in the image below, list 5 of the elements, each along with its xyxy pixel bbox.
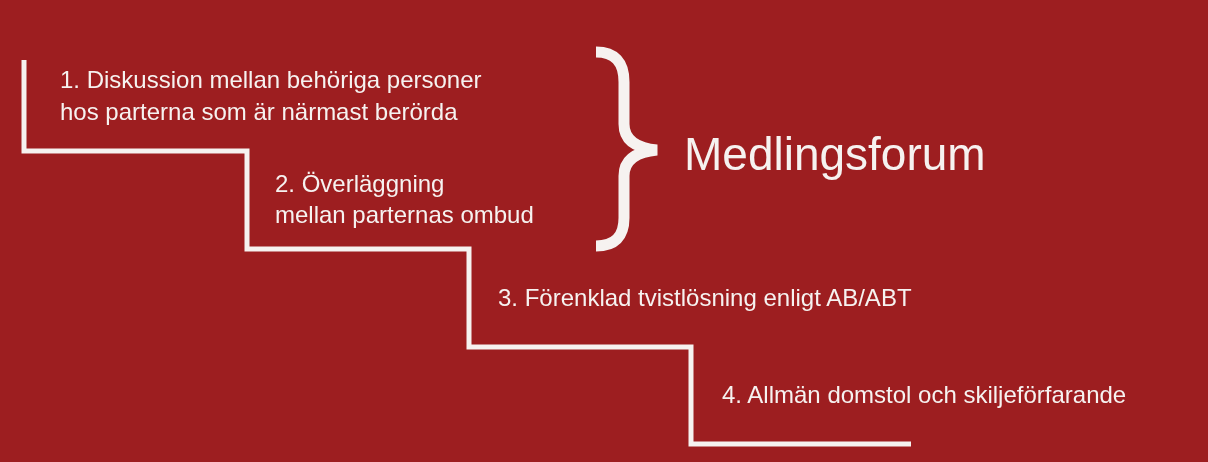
bracket-label: Medlingsforum — [684, 127, 986, 181]
step-label: 4. Allmän domstol och skiljeförfarande — [722, 380, 1127, 410]
step-label: 1. Diskussion mellan behöriga personer hos parterna som är närmast berörda — [60, 65, 482, 127]
step-label: 3. Förenklad tvistlösning enligt AB/ABT — [498, 283, 912, 313]
step-label: 2. Överläggning mellan parternas ombud — [275, 169, 534, 230]
